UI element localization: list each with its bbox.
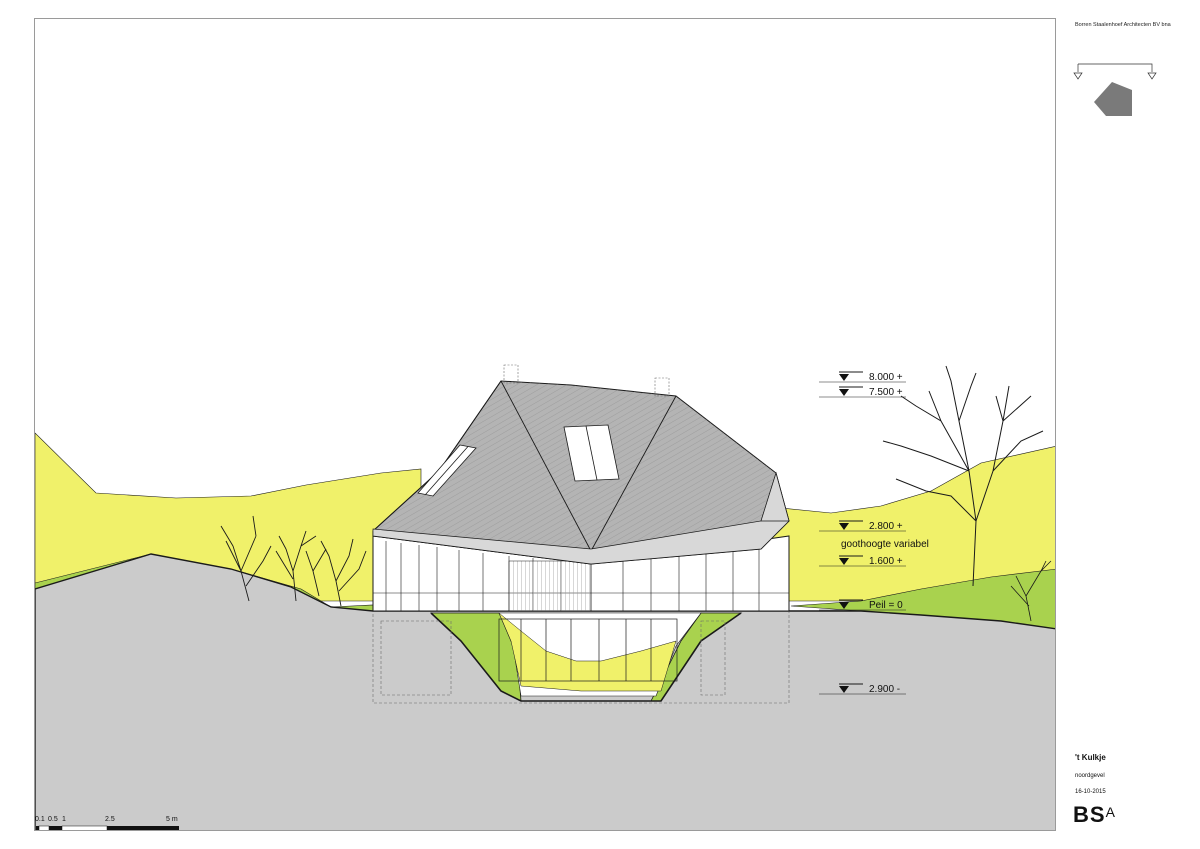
level-label-8000: 8.000 + <box>869 372 903 383</box>
chimney-right <box>654 377 670 397</box>
scale-label-2-5: 2.5 <box>105 816 115 823</box>
level-label-1600: 1.600 + <box>869 556 903 567</box>
level-label-2900: 2.900 - <box>869 684 900 695</box>
scale-label-1: 1 <box>62 816 66 823</box>
scale-label-5m: 5 m <box>166 816 178 823</box>
building-footprint-icon <box>1094 82 1132 116</box>
skylight-left <box>417 444 477 497</box>
sheet-date: 16-10-2015 <box>1075 789 1106 795</box>
level-marker-1600: 1.600 + <box>819 555 906 567</box>
view-arrow-left-icon <box>1073 72 1083 80</box>
firm-name: Borren Staalenhoef Architecten BV bna <box>1075 22 1171 28</box>
tree-left <box>220 515 367 607</box>
level-label-7500: 7.500 + <box>869 387 903 398</box>
skylight-center <box>563 424 620 482</box>
view-arrow-right-icon <box>1147 72 1157 80</box>
title-block: Borren Staalenhoef Architecten BV bna 't… <box>1070 18 1190 831</box>
level-label-peil: Peil = 0 <box>869 600 903 611</box>
level-marker-8000: 8.000 + <box>819 371 906 383</box>
sunken-garden-hill <box>498 612 677 692</box>
bsa-logo: BSA <box>1073 804 1115 826</box>
logo-sub: A <box>1105 804 1115 820</box>
key-plan <box>1073 63 1157 116</box>
chimney-left <box>503 364 519 384</box>
roof-gutter-band-right <box>760 471 790 522</box>
shrub-right <box>1010 560 1052 622</box>
logo-main: BS <box>1073 802 1106 827</box>
level-marker-7500: 7.500 + <box>819 386 906 398</box>
basement-glazing <box>498 618 678 682</box>
scale-bar: 0.1 0.5 1 2.5 5 m <box>35 816 179 830</box>
scale-label-0-1: 0.1 <box>35 816 45 823</box>
sheet-subject: noordgevel <box>1075 773 1105 779</box>
level-label-eaves: goothoogte variabel <box>841 539 929 550</box>
level-marker-peil: Peil = 0 <box>819 599 906 611</box>
scale-label-0-5: 0.5 <box>48 816 58 823</box>
project-name: 't Kulkje <box>1075 753 1106 762</box>
sunken-garden-edge <box>430 612 742 702</box>
tree-right <box>882 365 1044 587</box>
facade-cladding-panel <box>508 560 592 612</box>
level-marker-2800: 2.800 + <box>819 520 906 532</box>
elevation-drawing: 8.000 + 7.500 + 2.800 + goothoogte varia… <box>35 364 1055 830</box>
drawing-frame: 8.000 + 7.500 + 2.800 + goothoogte varia… <box>34 18 1056 831</box>
level-marker-2900: 2.900 - <box>819 683 906 695</box>
level-label-2800: 2.800 + <box>869 521 903 532</box>
